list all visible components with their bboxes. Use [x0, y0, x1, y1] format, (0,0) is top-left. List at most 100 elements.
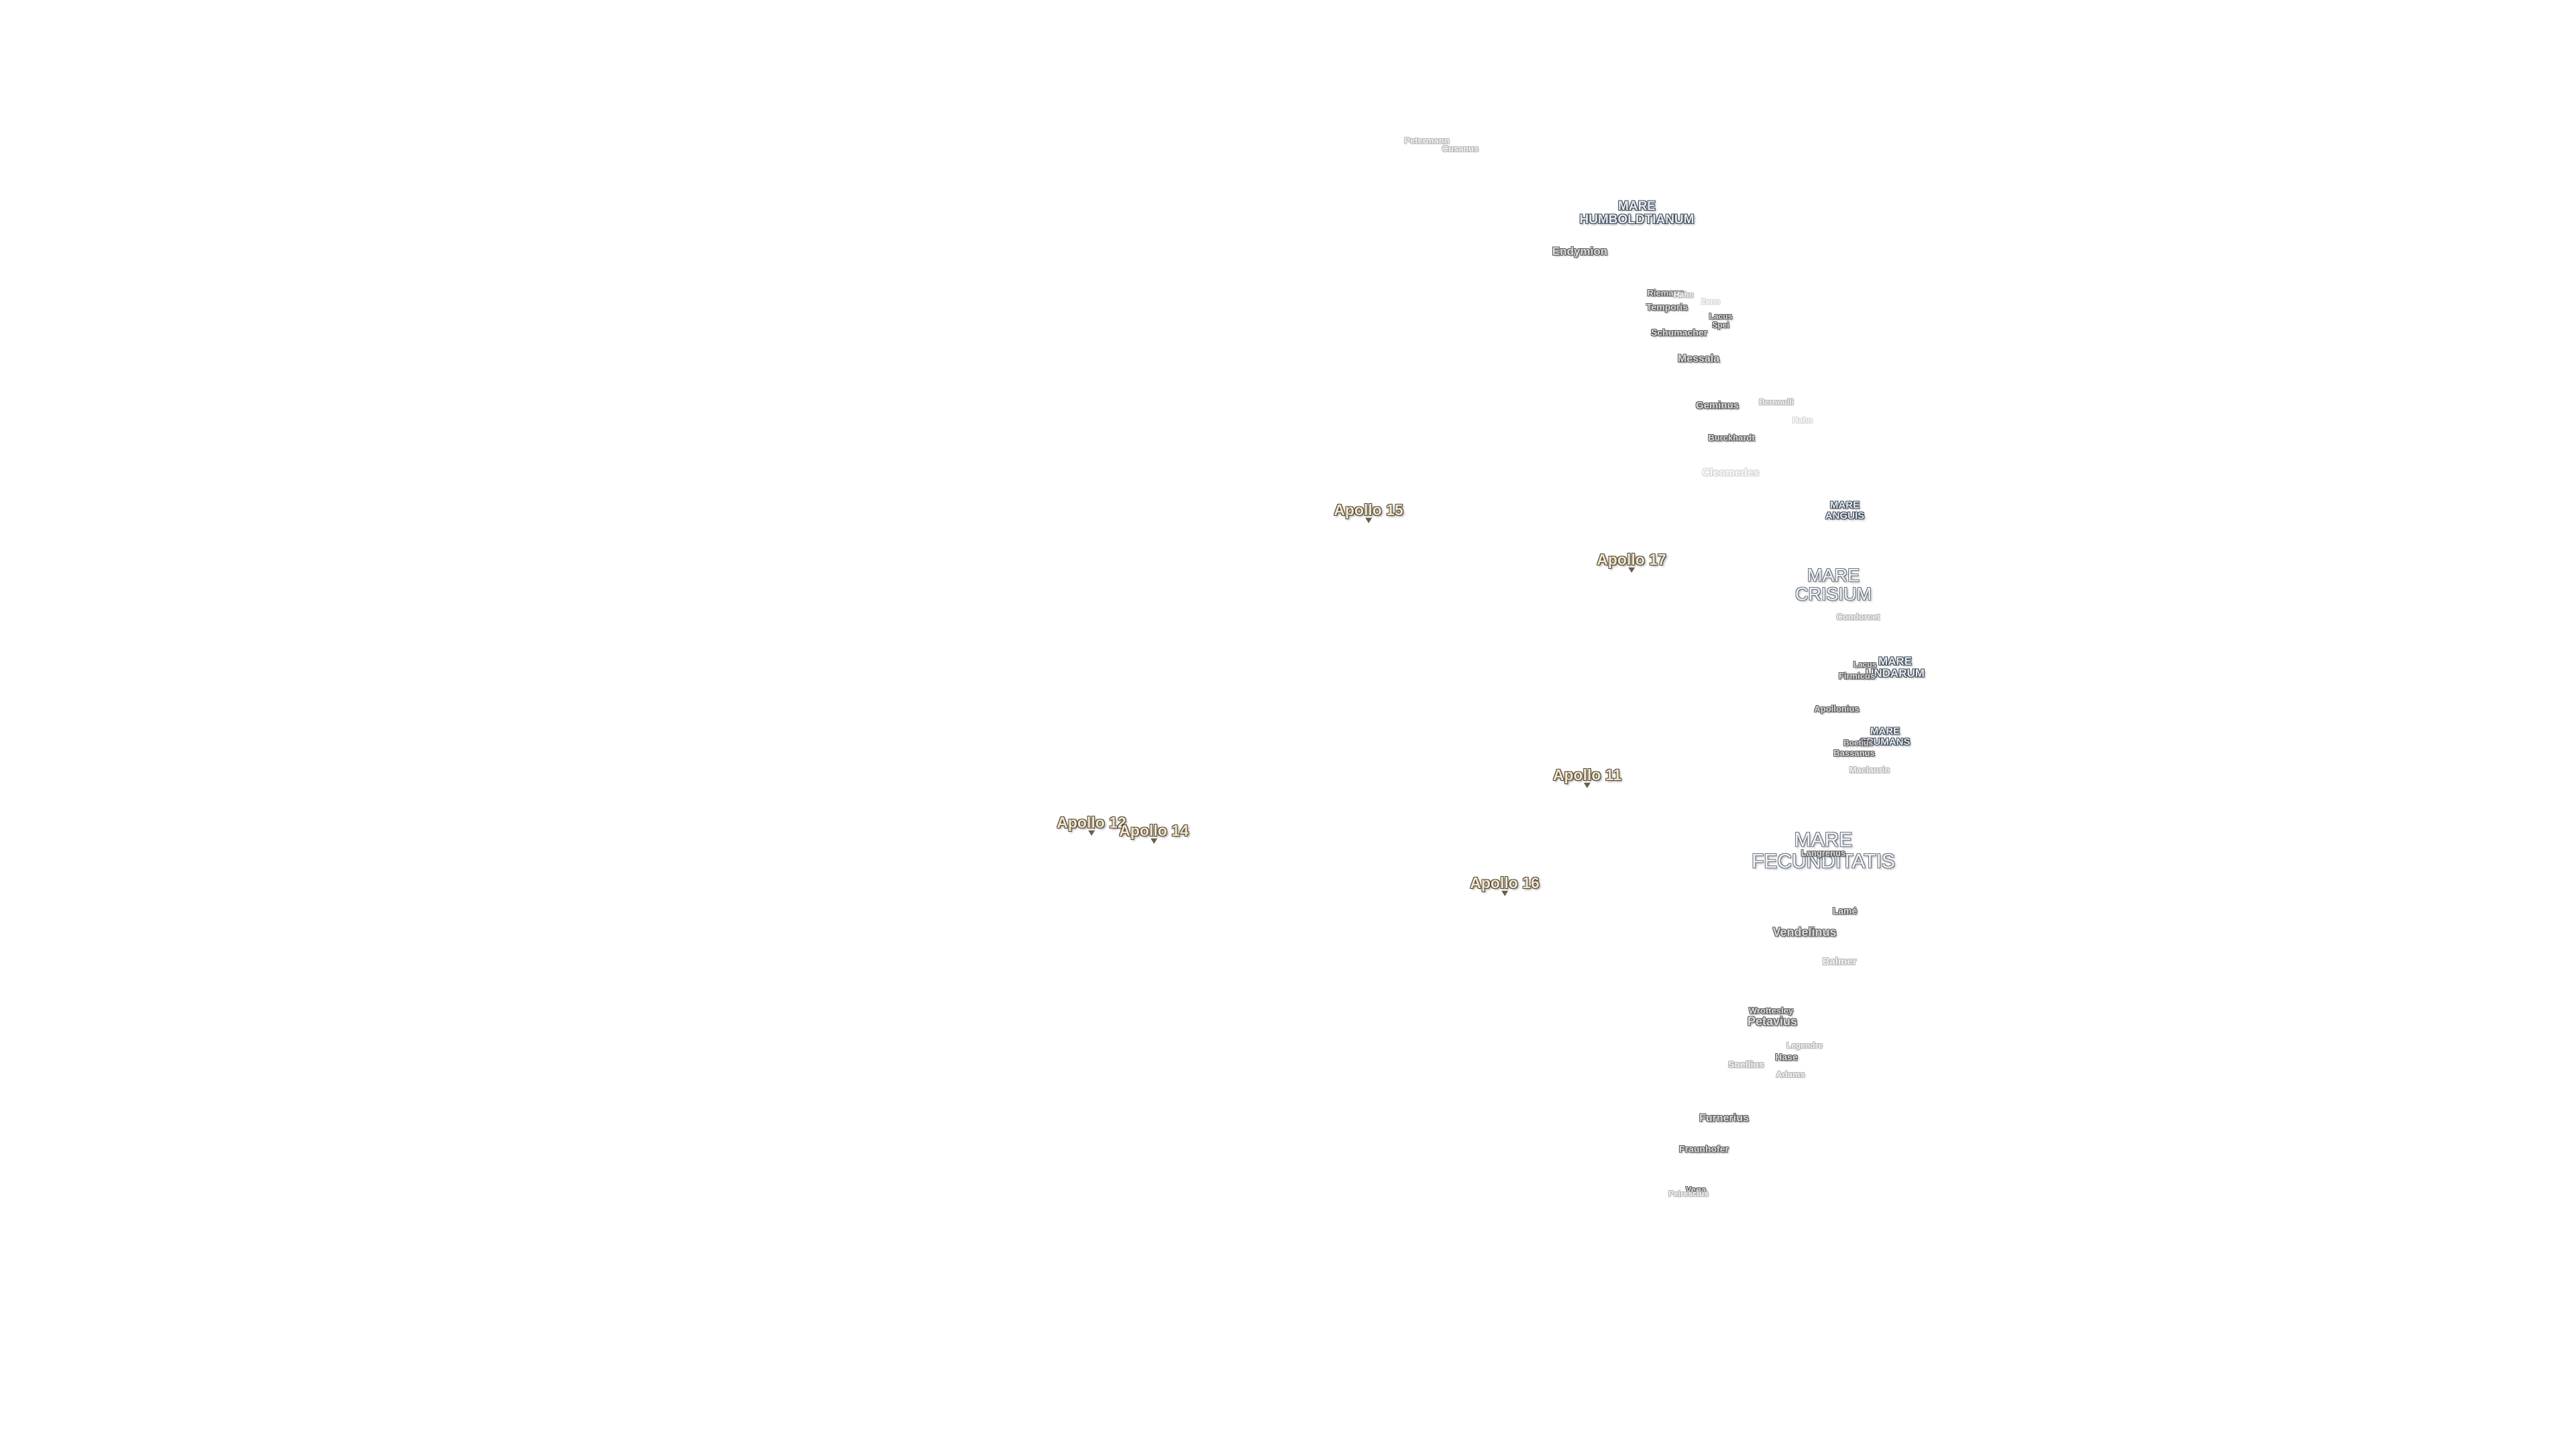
crater-label-text: Petermann [1404, 136, 1450, 146]
crater-label-apollonius[interactable]: Apollonius [1814, 704, 1859, 714]
crater-label-burckhardt[interactable]: Burckhardt [1708, 433, 1754, 443]
crater-label-wrottesley[interactable]: Wrottesley [1749, 1006, 1793, 1016]
crater-label-firmicus[interactable]: Firmicus [1839, 672, 1875, 681]
crater-label-lam[interactable]: Lamé [1833, 906, 1858, 916]
crater-label-maclaurin[interactable]: Maclaurin [1849, 765, 1890, 775]
crater-label-text: Schumacher [1650, 327, 1708, 338]
crater-label-condorcet[interactable]: Condorcet [1837, 612, 1880, 622]
crater-label-text: Wrottesley [1748, 1006, 1794, 1016]
landing-marker-icon [1584, 783, 1591, 789]
mare-label-text: MARE [1807, 565, 1860, 586]
apollo-site-apollo-15[interactable]: Apollo 15 [1334, 500, 1403, 524]
crater-label-text: Temporis [1646, 301, 1688, 313]
crater-label-text: Lacus [1853, 659, 1877, 669]
apollo-site-apollo-14[interactable]: Apollo 14 [1119, 821, 1189, 845]
mare-label-text: MARE [1870, 725, 1900, 737]
crater-label-vendelinus[interactable]: Vendelinus [1772, 926, 1836, 939]
crater-label-cusanus[interactable]: Cusanus [1442, 144, 1479, 154]
crater-label-text: Apollonius [1814, 704, 1860, 714]
crater-label-text: Burckhardt [1708, 433, 1755, 443]
crater-label-petavius[interactable]: Petavius [1747, 1014, 1798, 1028]
apollo-site-label: Apollo 16 [1470, 873, 1540, 892]
mare-label-text: MARE [1618, 199, 1656, 214]
crater-label-text: Snellius [1728, 1059, 1764, 1070]
apollo-site-apollo-16[interactable]: Apollo 16 [1470, 873, 1540, 897]
mare-label-text: MARE [1794, 828, 1853, 851]
crater-label-zeno[interactable]: Zeno [1701, 298, 1721, 307]
apollo-site-label: Apollo 15 [1334, 500, 1403, 519]
landing-marker-icon [1501, 891, 1508, 897]
crater-label-bassanus[interactable]: Bassanus [1833, 749, 1874, 758]
crater-label-riemann[interactable]: Riemann [1648, 288, 1684, 298]
crater-label-endymion[interactable]: Endymion [1552, 246, 1607, 258]
crater-label-temporis[interactable]: Temporis [1646, 301, 1688, 313]
crater-label-text: Adams [1776, 1069, 1805, 1080]
crater-label-text: Furnerius [1699, 1112, 1749, 1124]
apollo-site-label: Apollo 17 [1597, 550, 1666, 568]
mare-label-text: CRISIUM [1795, 584, 1872, 604]
crater-label-text: Bassanus [1833, 748, 1875, 759]
landing-marker-icon [1087, 830, 1095, 837]
crater-label-vega[interactable]: Vega [1686, 1185, 1706, 1195]
crater-label-peirescius[interactable]: Peirescius [1668, 1190, 1709, 1199]
crater-label-text: Boetius [1843, 738, 1874, 748]
crater-label-lacus[interactable]: Lacus [1854, 661, 1877, 669]
apollo-site-apollo-12[interactable]: Apollo 12 [1057, 813, 1126, 837]
crater-label-langrenus[interactable]: Langrenus [1801, 849, 1845, 858]
mare-label-text: SPUMANS [1860, 736, 1911, 747]
crater-label-furnerius[interactable]: Furnerius [1699, 1112, 1749, 1125]
crater-label-snellius[interactable]: Snellius [1728, 1059, 1764, 1070]
apollo-site-apollo-11[interactable]: Apollo 11 [1552, 765, 1622, 789]
mare-label-text: ANGUIS [1825, 510, 1865, 521]
crater-label-bernoulli[interactable]: Bernoulli [1759, 398, 1794, 407]
crater-label-balmer[interactable]: Balmer [1823, 957, 1857, 967]
crater-label-text: Cusanus [1442, 144, 1479, 154]
crater-label-text: Spei [1712, 320, 1729, 329]
crater-label-text: Lamé [1832, 905, 1858, 916]
crater-label-geminus[interactable]: Geminus [1696, 400, 1739, 411]
crater-label-text: Langrenus [1801, 848, 1846, 859]
apollo-site-label: Apollo 14 [1119, 821, 1189, 839]
landing-marker-icon [1627, 568, 1635, 574]
mare-label-text: FECUNDITATIS [1752, 850, 1895, 872]
crater-label-text: Zeno [1701, 297, 1721, 307]
crater-label-text: Fraunhofer [1679, 1143, 1729, 1155]
crater-label-text: Hahn [1792, 415, 1813, 425]
crater-label-fraunhofer[interactable]: Fraunhofer [1679, 1144, 1729, 1155]
crater-label-text: Vega [1685, 1185, 1707, 1195]
crater-label-text: Balmer [1822, 956, 1857, 968]
crater-label-text: Petavius [1747, 1014, 1798, 1028]
crater-label-text: Messala [1677, 353, 1720, 365]
apollo-site-label: Apollo 12 [1057, 813, 1126, 831]
crater-label-text: Riemann [1647, 288, 1684, 299]
crater-label-hahn[interactable]: Hahn [1792, 417, 1813, 425]
apollo-site-label: Apollo 11 [1552, 765, 1622, 784]
crater-label-text: Geminus [1695, 400, 1739, 412]
crater-label-text: Bernoulli [1758, 397, 1794, 407]
crater-label-petermann[interactable]: Petermann [1404, 136, 1449, 146]
crater-label-text: Maclaurin [1849, 765, 1890, 775]
crater-label-schumacher[interactable]: Schumacher [1650, 327, 1708, 338]
crater-label-adams[interactable]: Adams [1776, 1070, 1805, 1079]
crater-label-text: Legendre [1786, 1040, 1823, 1051]
crater-label-text: Firmicus [1838, 671, 1876, 682]
landing-marker-icon [1364, 518, 1372, 524]
crater-label-text: Hahn [1674, 290, 1694, 300]
crater-label-boetius[interactable]: Boetius [1843, 739, 1873, 748]
crater-label-hahn[interactable]: Hahn [1674, 291, 1694, 300]
apollo-site-apollo-17[interactable]: Apollo 17 [1597, 550, 1666, 574]
crater-label-legendre[interactable]: Legendre [1786, 1042, 1823, 1051]
crater-label-cleomedes[interactable]: Cleomedes [1702, 468, 1759, 480]
crater-label-messala[interactable]: Messala [1678, 354, 1719, 366]
mare-label-text: HUMBOLDTIANUM [1579, 213, 1695, 227]
crater-label-text: Peirescius [1668, 1189, 1709, 1199]
crater-label-hase[interactable]: Hase [1775, 1052, 1797, 1063]
